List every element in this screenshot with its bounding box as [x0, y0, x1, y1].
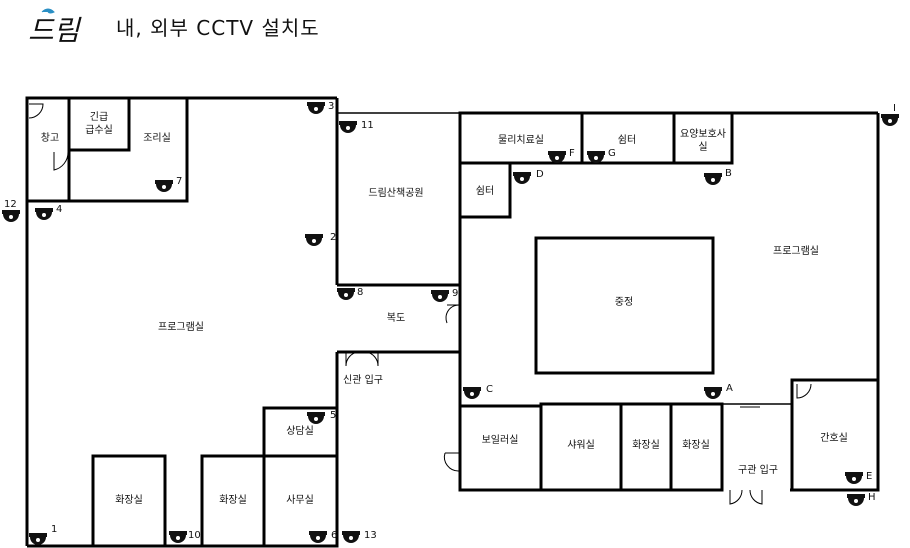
camera-icon [463, 387, 481, 399]
camera-icon [704, 173, 722, 185]
camera-icon [29, 533, 47, 545]
camera-label: A [726, 383, 733, 394]
camera-label: 7 [176, 176, 182, 187]
camera-label: 3 [328, 101, 334, 112]
room-center: 중정 [615, 296, 633, 308]
camera-icon [307, 412, 325, 424]
door-swings [28, 103, 812, 505]
camera-icon [155, 180, 173, 192]
page-title: 내, 외부 CCTV 설치도 [116, 16, 320, 40]
camera-label: E [866, 471, 872, 482]
camera-label: H [868, 492, 876, 503]
room-toilet-2: 화장실 [219, 494, 247, 506]
room-shower: 샤워실 [567, 438, 595, 451]
camera-label: I [893, 103, 896, 114]
room-rest-1: 쉼터 [618, 134, 636, 146]
room-office: 사무실 [286, 494, 314, 506]
camera-label: 4 [56, 204, 62, 215]
camera-icon [307, 102, 325, 114]
old-entrance-label: 구관 입구 [738, 463, 778, 476]
room-counsel: 상담실 [286, 425, 314, 437]
room-corridor: 복도 [387, 312, 405, 324]
camera-label: 1 [51, 524, 57, 535]
right-building-walls [458, 111, 880, 492]
camera-label: D [536, 169, 544, 180]
camera-icon [339, 121, 357, 133]
camera-icon [548, 151, 566, 163]
room-caregiver-line1: 요양보호사 [680, 128, 726, 140]
room-toilet-1: 화장실 [115, 494, 143, 506]
camera-icon [169, 531, 187, 543]
camera-icon [431, 290, 449, 302]
camera-icon [881, 114, 899, 126]
camera-icon [35, 208, 53, 220]
room-caregiver-line2: 실 [698, 141, 707, 153]
camera-icon [847, 494, 865, 506]
room-rest-2: 쉼터 [476, 185, 494, 197]
camera-label: 12 [4, 199, 17, 210]
room-program-left: 프로그램실 [158, 321, 204, 333]
room-physio: 물리치료실 [498, 134, 544, 146]
camera-icon [2, 210, 20, 222]
camera-label: 10 [188, 530, 201, 541]
room-emergency-line1: 긴급 [90, 111, 108, 123]
camera-label: 6 [331, 530, 337, 541]
camera-icon [337, 288, 355, 300]
camera-label: F [569, 148, 575, 159]
camera-label: 5 [330, 410, 336, 421]
camera-icon [845, 472, 863, 484]
camera-label: 13 [364, 530, 377, 541]
camera-label: 11 [361, 120, 374, 131]
camera-icon [513, 172, 531, 184]
camera-label: G [608, 148, 616, 159]
camera-icon [704, 387, 722, 399]
left-building-walls [25, 96, 460, 548]
room-storage: 창고 [41, 132, 59, 144]
new-entrance-label: 신관 입구 [343, 373, 383, 386]
room-program-right: 프로그램실 [773, 245, 819, 257]
camera-icon [342, 531, 360, 543]
camera-layer [2, 102, 899, 545]
logo: 드림 [24, 4, 94, 48]
camera-icon [309, 531, 327, 543]
camera-label: 8 [357, 287, 363, 298]
camera-label: C [486, 384, 493, 395]
camera-label: 9 [452, 288, 458, 299]
camera-label: 2 [330, 232, 336, 243]
camera-icon [587, 151, 605, 163]
room-dream-walk: 드림산책공원 [368, 187, 423, 199]
svg-text:드림: 드림 [28, 14, 82, 47]
camera-label: B [725, 168, 732, 179]
room-toilet-4: 화장실 [682, 439, 710, 451]
room-boiler: 보일러실 [482, 434, 519, 446]
room-emergency-line2: 급수실 [85, 124, 113, 136]
room-toilet-3: 화장실 [632, 439, 660, 451]
room-nurse: 간호실 [820, 432, 848, 444]
camera-icon [305, 234, 323, 246]
room-kitchen: 조리실 [143, 132, 171, 144]
